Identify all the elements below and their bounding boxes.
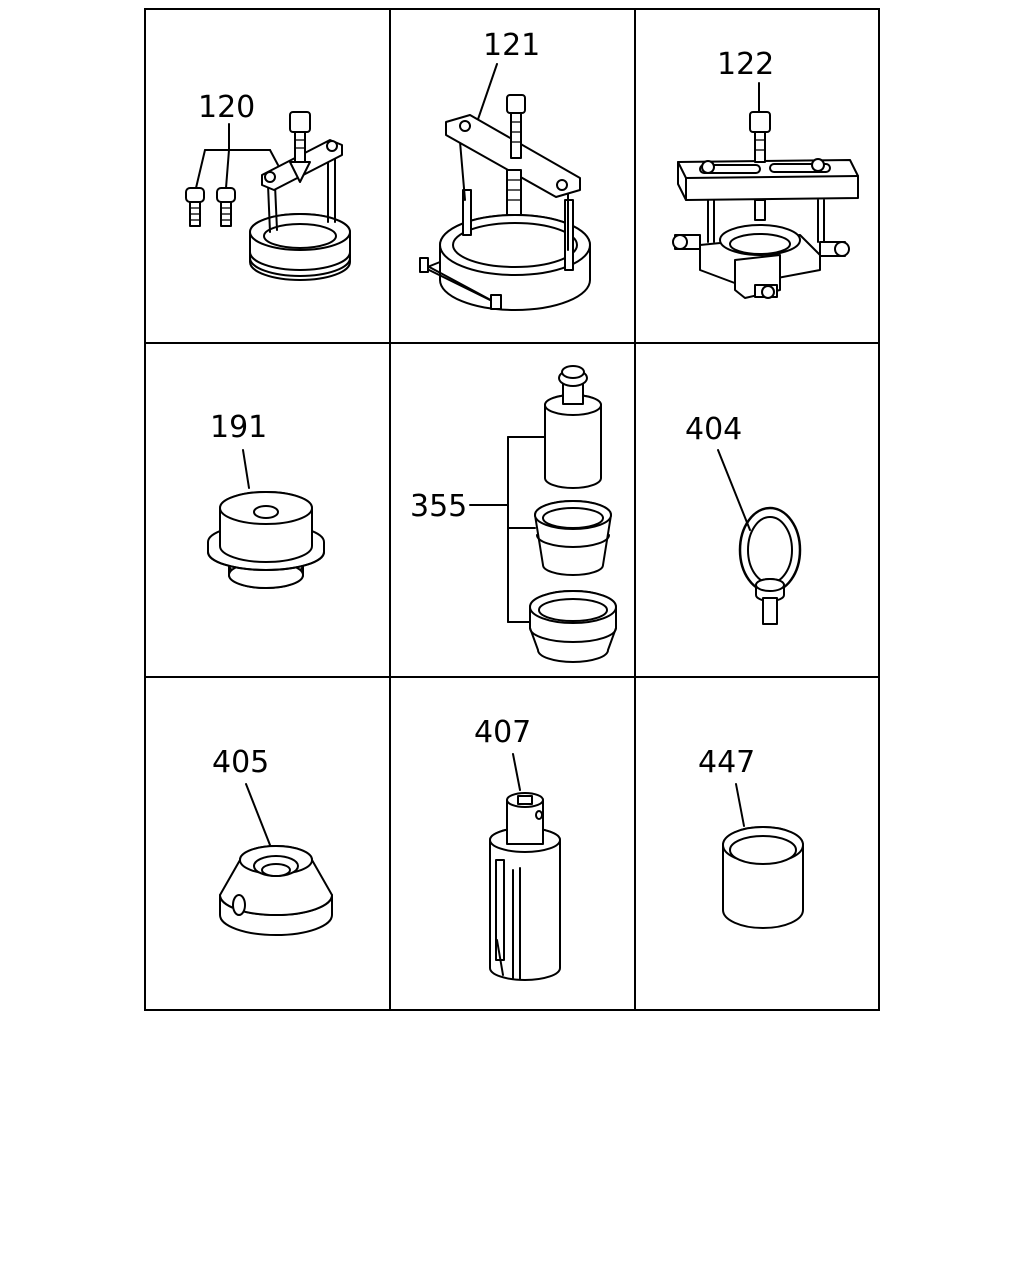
leader-404 (717, 449, 751, 531)
leader-191 (242, 449, 250, 489)
part-407-cell: 407 (474, 715, 561, 981)
leader-407 (512, 753, 521, 791)
callout-447: 447 (698, 745, 755, 780)
part-121-drawing (419, 94, 591, 311)
callout-191: 191 (210, 410, 267, 445)
leader-405 (245, 783, 271, 846)
callout-120: 120 (198, 90, 255, 125)
part-121-cell: 121 (419, 28, 591, 311)
callout-407: 407 (474, 715, 531, 750)
grid-frame (144, 8, 880, 1011)
callout-404: 404 (685, 412, 742, 447)
callout-355: 355 (410, 489, 467, 524)
part-447-drawing (722, 826, 804, 929)
part-447-cell: 447 (698, 745, 804, 929)
leader-447 (735, 783, 745, 827)
part-405-drawing (219, 845, 333, 936)
part-404-drawing (738, 506, 802, 625)
part-405-cell: 405 (212, 745, 333, 936)
callout-121: 121 (483, 28, 540, 63)
leader-355 (469, 436, 546, 623)
part-122-drawing (672, 111, 859, 299)
part-355-cell: 355 (410, 365, 617, 663)
part-355-drawing (529, 365, 617, 663)
part-120-drawing (185, 111, 351, 281)
part-191-cell: 191 (207, 410, 325, 589)
part-120-cell: 120 (185, 90, 351, 281)
part-191-drawing (207, 491, 325, 589)
part-407-drawing (489, 792, 561, 981)
callout-405: 405 (212, 745, 269, 780)
callout-122: 122 (717, 47, 774, 82)
part-404-cell: 404 (685, 412, 802, 625)
leader-120 (195, 123, 279, 189)
leader-121 (474, 63, 498, 129)
part-122-cell: 122 (672, 47, 859, 299)
